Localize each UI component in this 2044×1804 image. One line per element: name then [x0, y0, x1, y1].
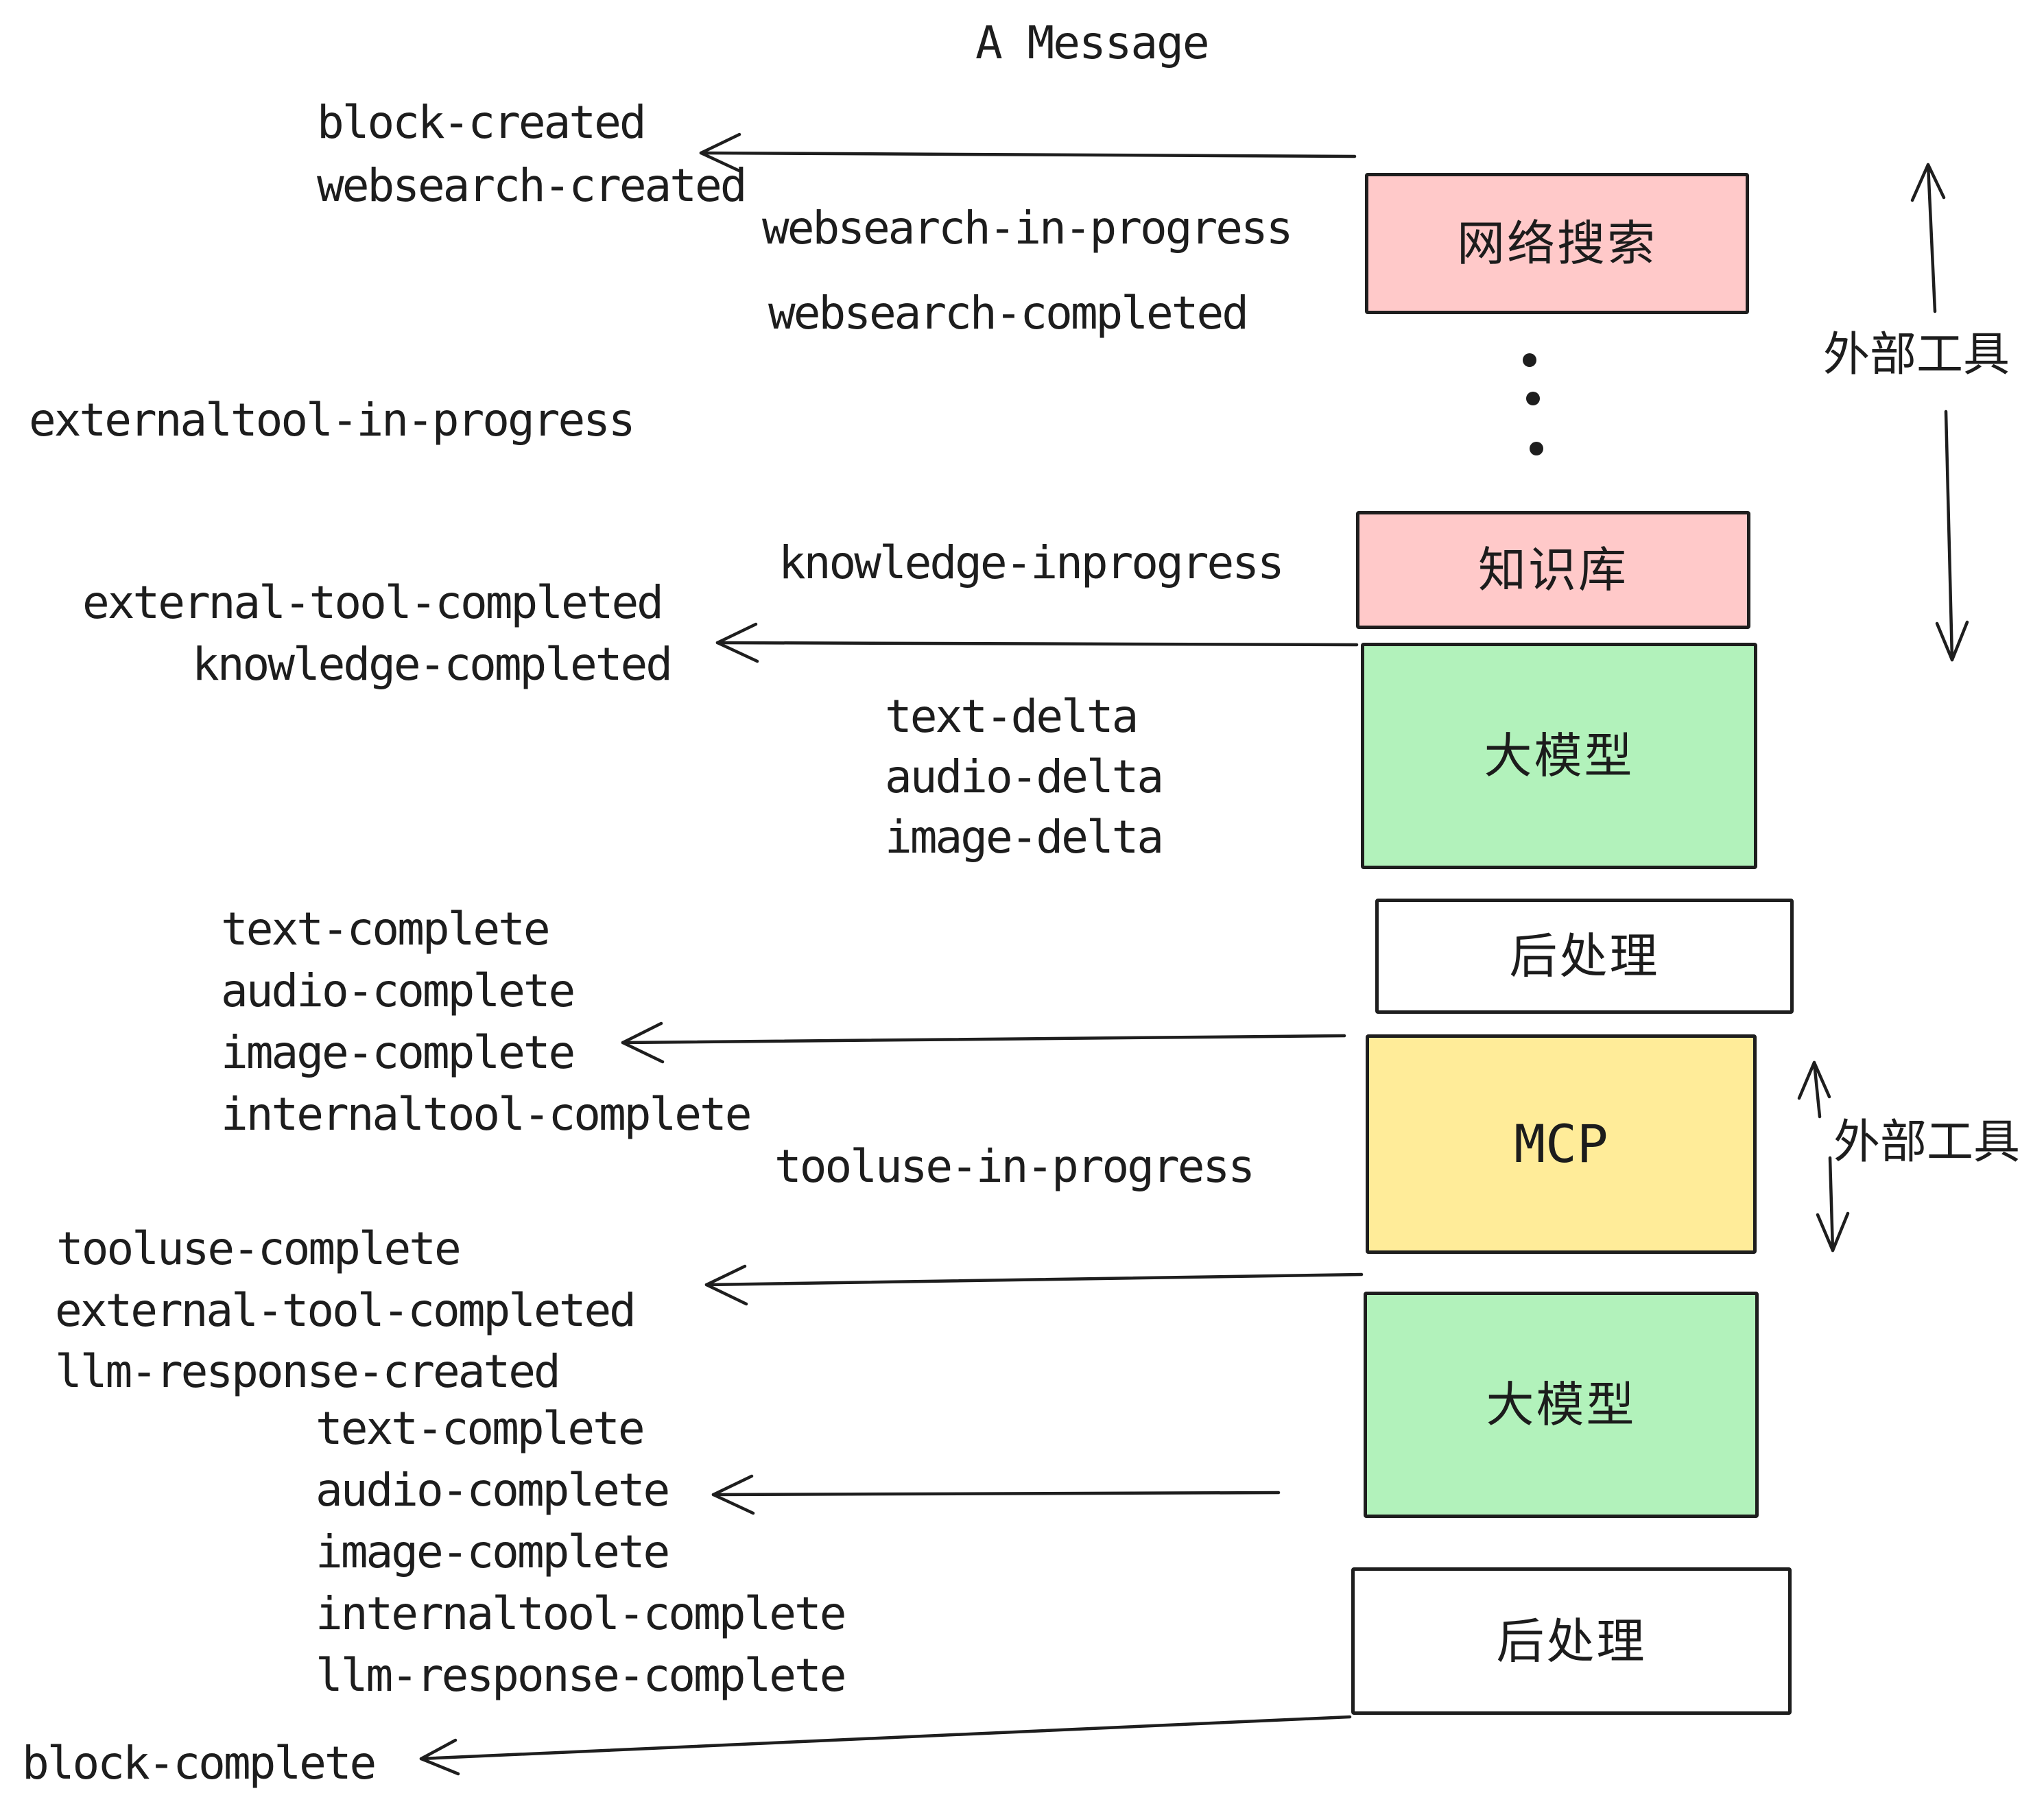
event-label-externaltool-in-progress: externaltool-in-progress	[29, 394, 636, 447]
box-llm-2-label: 大模型	[1486, 1377, 1637, 1433]
event-label-external-tool-completed: external-tool-completed	[82, 576, 664, 629]
event-label-websearch-created: websearch-created	[317, 159, 748, 212]
event-label-audio-complete-2: audio-complete	[316, 1464, 670, 1517]
box-postprocess-2: 后处理	[1351, 1567, 1792, 1715]
box-llm-1-label: 大模型	[1484, 728, 1635, 784]
event-label-external-tool-completed-2: external-tool-completed	[55, 1284, 637, 1337]
side-label-external-tools-2: 外部工具	[1833, 1115, 2021, 1170]
box-llm-1: 大模型	[1361, 643, 1757, 869]
event-label-llm-response-created: llm-response-created	[55, 1345, 561, 1398]
event-label-audio-delta-1: audio-delta	[885, 750, 1164, 803]
arrow-left-websearch-created-icon	[699, 132, 1357, 174]
ellipsis-dots-icon	[1523, 353, 1543, 455]
event-label-knowledge-inprogress: knowledge-inprogress	[779, 536, 1285, 589]
box-knowledge: 知识库	[1356, 511, 1750, 629]
box-websearch-label: 网络搜索	[1457, 215, 1657, 272]
event-label-text-delta-1: text-delta	[885, 690, 1139, 743]
event-label-audio-complete-1: audio-complete	[221, 964, 575, 1017]
event-label-block-created: block-created	[317, 96, 647, 149]
event-label-image-complete-1: image-complete	[221, 1026, 575, 1079]
arrow-left-knowledge-completed-icon	[715, 622, 1359, 663]
arrow-left-llm-complete-icon	[711, 1474, 1281, 1515]
event-label-tooluse-complete: tooluse-complete	[56, 1222, 462, 1275]
box-knowledge-label: 知识库	[1478, 542, 1628, 598]
box-websearch: 网络搜索	[1365, 173, 1749, 314]
event-label-block-complete: block-complete	[22, 1737, 377, 1790]
arrow-left-internal-complete-icon	[621, 1021, 1346, 1064]
event-label-websearch-in-progress: websearch-in-progress	[762, 202, 1293, 254]
arrow-down-external-tools-2-icon	[1816, 1156, 1850, 1253]
box-postprocess-1-label: 后处理	[1509, 928, 1660, 984]
event-label-image-complete-2: image-complete	[316, 1526, 670, 1578]
event-label-llm-response-complete: llm-response-complete	[316, 1649, 846, 1702]
box-llm-2: 大模型	[1364, 1292, 1759, 1518]
event-label-knowledge-completed: knowledge-completed	[192, 638, 673, 691]
event-label-internaltool-complete-1: internaltool-complete	[221, 1088, 752, 1141]
box-postprocess-1: 后处理	[1375, 899, 1794, 1014]
arrow-up-external-tools-1-icon	[1910, 163, 1946, 313]
arrow-left-tooluse-complete-icon	[704, 1264, 1364, 1306]
box-postprocess-2-label: 后处理	[1496, 1613, 1647, 1670]
event-label-image-delta-1: image-delta	[885, 811, 1164, 864]
box-mcp: MCP	[1366, 1034, 1757, 1254]
event-label-text-complete-2: text-complete	[316, 1402, 645, 1455]
arrow-left-block-complete-icon	[419, 1715, 1352, 1776]
event-label-tooluse-in-progress: tooluse-in-progress	[774, 1140, 1255, 1193]
event-label-websearch-completed: websearch-completed	[768, 287, 1249, 340]
event-label-internaltool-complete-2: internaltool-complete	[316, 1587, 846, 1640]
side-label-external-tools-1: 外部工具	[1823, 328, 2010, 382]
arrow-down-external-tools-1-icon	[1935, 410, 1969, 662]
box-mcp-label: MCP	[1514, 1113, 1608, 1174]
arrow-up-external-tools-2-icon	[1797, 1060, 1831, 1119]
page-title: A Message	[975, 16, 1210, 69]
event-label-text-complete-1: text-complete	[221, 903, 551, 956]
